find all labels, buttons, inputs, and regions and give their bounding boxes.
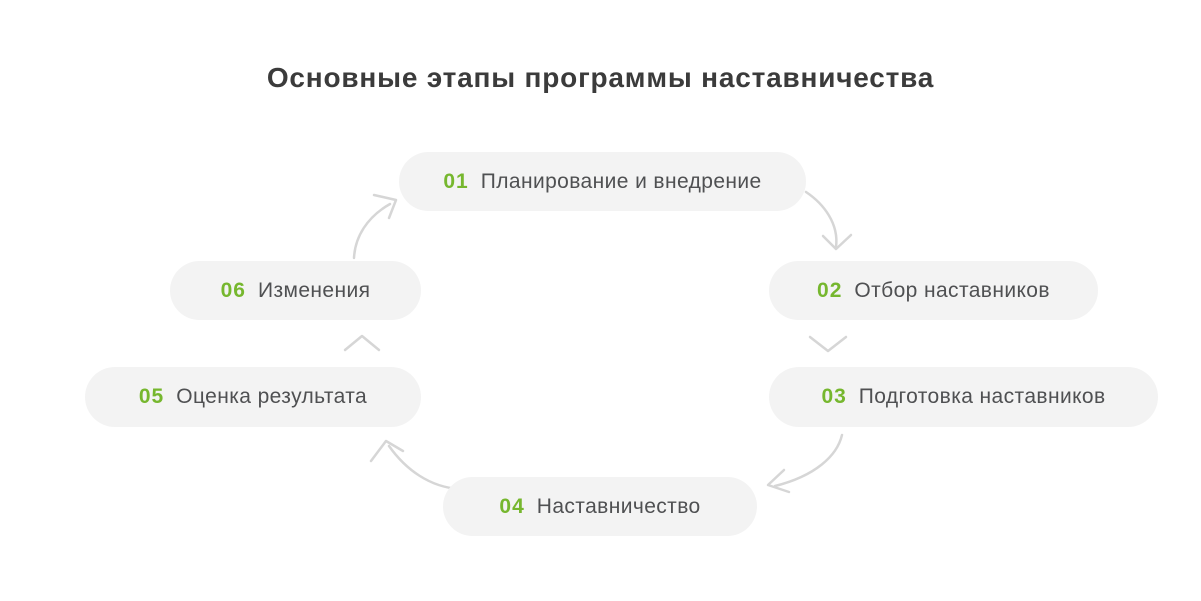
step-number: 06 — [220, 278, 246, 302]
chevron-up-icon — [343, 334, 381, 352]
step-pill-result-evaluation: 05 Оценка результата — [85, 367, 421, 427]
step-label: Оценка результата — [176, 385, 368, 408]
arrow-01-to-02-icon — [804, 190, 838, 249]
step-number: 05 — [138, 385, 165, 408]
arrow-04-to-05-icon — [387, 444, 461, 491]
step-number: 02 — [817, 278, 843, 302]
step-pill-mentor-preparation: 03 Подготовка наставников — [769, 367, 1158, 427]
step-label: Подготовка наставников — [858, 385, 1106, 408]
step-number: 01 — [443, 169, 469, 193]
step-pill-mentor-selection: 02 Отбор наставников — [769, 261, 1098, 320]
step-label: Планирование и внедрение — [480, 169, 762, 193]
page-title: Основные этапы программы наставничества — [266, 62, 935, 93]
step-number: 03 — [821, 385, 847, 408]
step-label: Отбор наставников — [854, 278, 1050, 302]
arrow-04-to-05-head-icon — [369, 439, 405, 463]
arrow-06-to-01-icon — [352, 202, 392, 260]
arrow-03-to-04-head-icon — [766, 468, 791, 494]
arrow-03-to-04-icon — [773, 433, 844, 488]
chevron-down-icon — [808, 335, 848, 353]
step-label: Наставничество — [536, 494, 701, 518]
arrow-06-to-01-head-icon — [372, 193, 398, 220]
step-label: Изменения — [257, 278, 371, 302]
step-number: 04 — [499, 494, 525, 518]
step-pill-planning: 01 Планирование и внедрение — [399, 152, 806, 211]
step-pill-changes: 06 Изменения — [170, 261, 421, 320]
step-pill-mentoring: 04 Наставничество — [443, 477, 757, 536]
arrow-01-to-02-head-icon — [821, 233, 853, 251]
